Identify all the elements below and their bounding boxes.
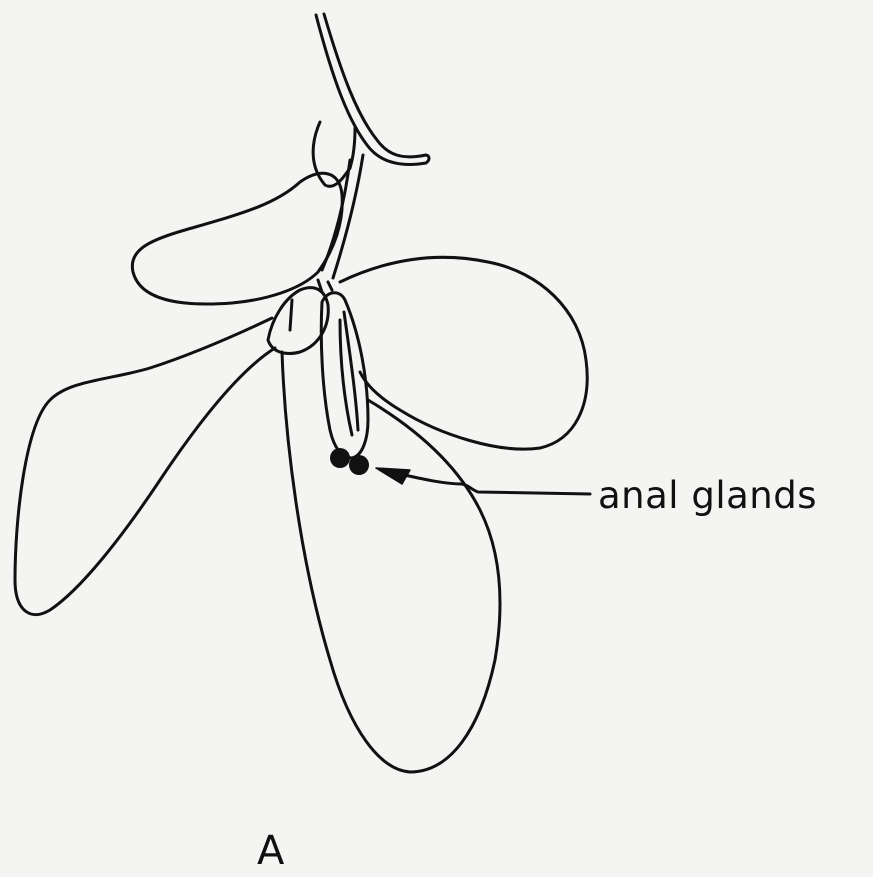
anal-gland-right (349, 455, 369, 475)
anal-gland-left (330, 448, 350, 468)
right-hindwing (282, 352, 500, 772)
thorax (268, 288, 328, 354)
left-forewing (132, 173, 342, 304)
callout-arrowhead (376, 468, 410, 484)
left-hindwing (15, 318, 275, 615)
callout-label: anal glands (598, 474, 817, 517)
callout-leader-line (382, 470, 590, 494)
right-forewing (340, 257, 587, 449)
panel-letter: A (257, 828, 284, 874)
holder-wire (316, 14, 429, 164)
